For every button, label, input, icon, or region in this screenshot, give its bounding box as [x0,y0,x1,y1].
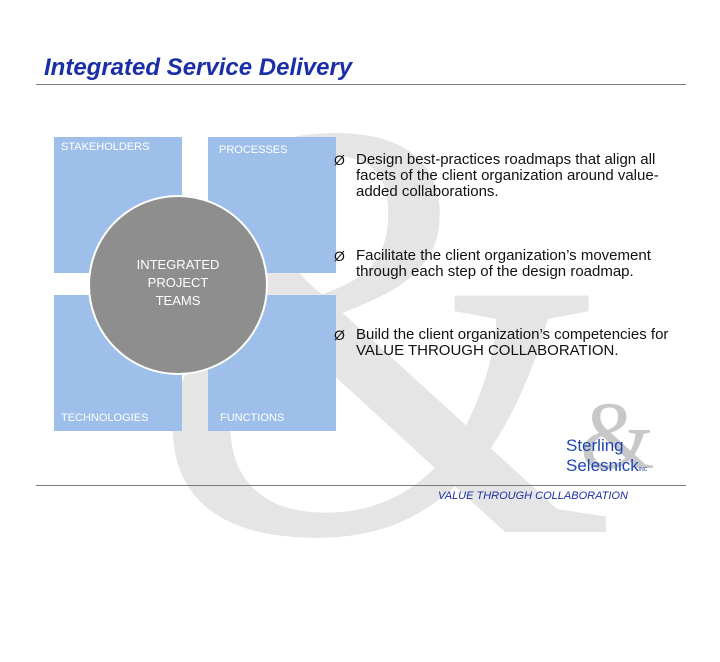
logo-line-1: Sterling [566,436,624,455]
logo-line-2: Selesnick [566,456,639,475]
integrated-teams-label: INTEGRATED PROJECT TEAMS [110,256,246,310]
logo-ampersand-icon: & [580,382,655,489]
bullet-item: Ø Facilitate the client organization’s m… [334,248,674,280]
bullet-text: Design best-practices roadmaps that alig… [356,151,659,200]
center-label-line: PROJECT [147,275,209,290]
bullet-text: Facilitate the client organization’s mov… [356,247,651,280]
integrated-teams-circle [88,195,268,375]
tagline: VALUE THROUGH COLLABORATION [438,490,628,502]
processes-label: PROCESSES [219,144,288,156]
page-title: Integrated Service Delivery [44,54,353,81]
company-logo: Sterling SelesnickINC [566,436,647,480]
title-divider [36,84,686,85]
arrow-bullet-icon: Ø [334,327,345,343]
arrow-bullet-icon: Ø [334,248,345,264]
technologies-label: TECHNOLOGIES [61,412,149,424]
center-label-line: INTEGRATED [136,257,220,272]
footer-divider [36,485,686,486]
bullet-text: Build the client organization’s competen… [356,326,669,359]
logo-line-2-wrap: SelesnickINC [566,456,647,480]
bullet-item: Ø Build the client organization’s compet… [334,327,674,359]
logo-suffix: INC [638,467,648,473]
stakeholders-label: STAKEHOLDERS [61,141,150,153]
bullet-item: Ø Design best-practices roadmaps that al… [334,152,674,200]
center-label-line: TEAMS [155,293,201,308]
functions-label: FUNCTIONS [220,412,285,424]
arrow-bullet-icon: Ø [334,152,345,168]
